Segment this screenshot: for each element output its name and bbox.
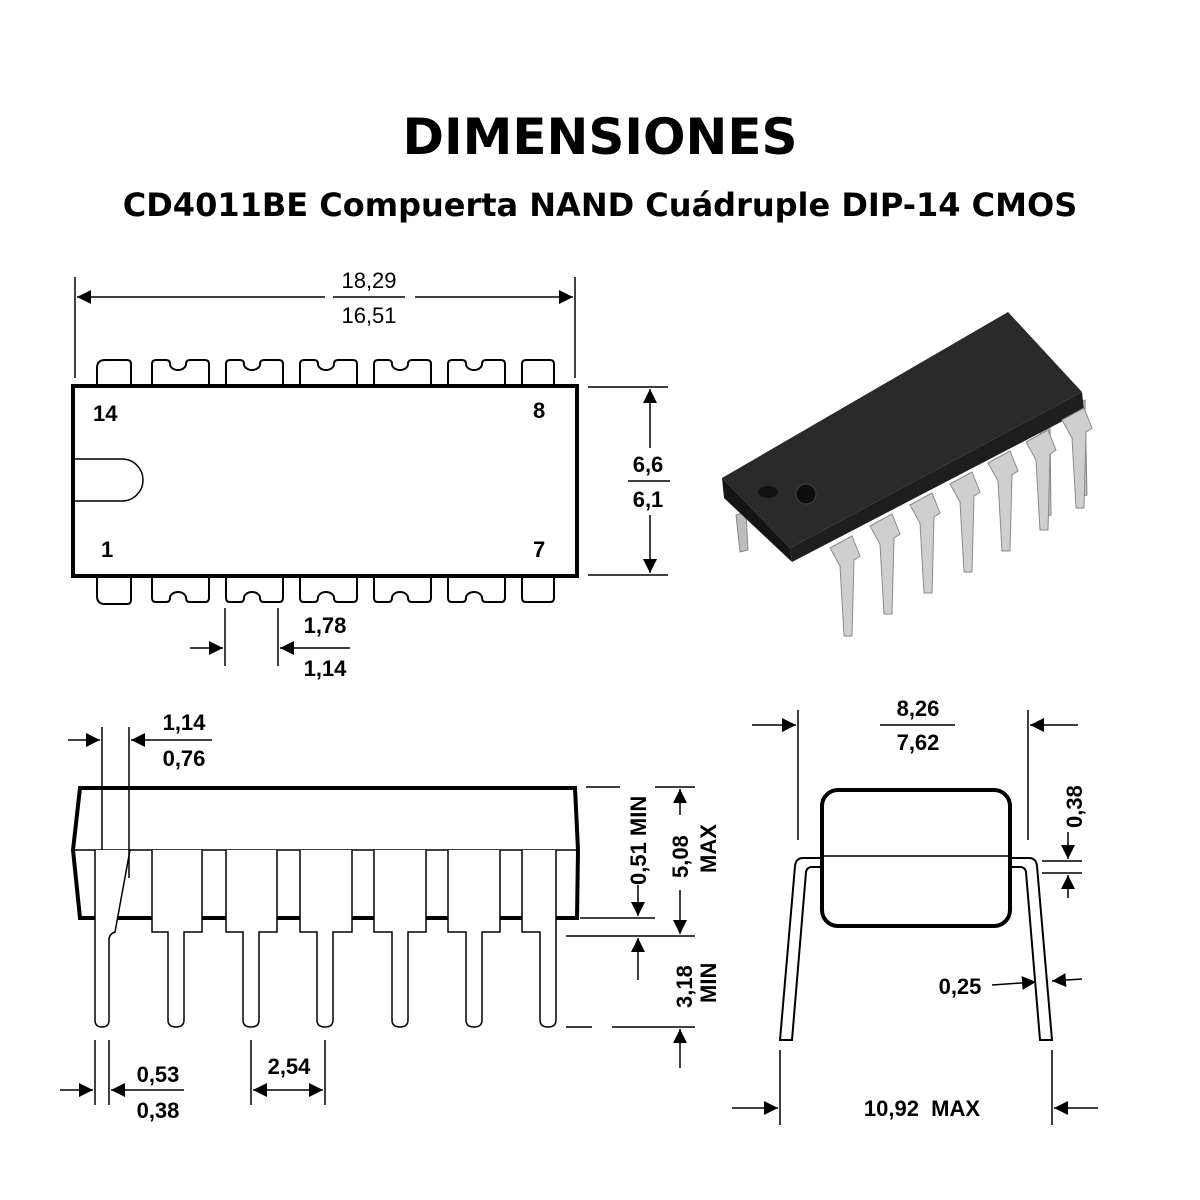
row-spacing-max: 8,26 xyxy=(897,696,940,721)
pin-label-7: 7 xyxy=(533,537,545,562)
top-pins xyxy=(96,359,555,605)
pin-label-1: 1 xyxy=(101,537,113,562)
top-view: 14 8 1 7 18,29 16,51 6,6 6,1 1,78 xyxy=(71,268,670,681)
height-value: 5,08 xyxy=(668,835,693,878)
lead-thickness-label: 0,25 xyxy=(939,974,982,999)
overall-width-label: 10,92 MAX xyxy=(864,1096,980,1121)
lead-width-min: 0,38 xyxy=(137,1098,180,1123)
side-view: 1,14 0,76 0,51 MIN 5,08 MAX 3,18 MIN xyxy=(60,710,721,1123)
chip-body-outline xyxy=(71,384,579,578)
row-spacing-dimension: 8,26 7,62 xyxy=(752,696,1078,840)
width-dimension: 6,6 6,1 xyxy=(588,386,670,576)
lead-shoulder-dimension: 1,14 0,76 xyxy=(68,710,212,878)
lead-shoulder-max: 1,14 xyxy=(163,710,207,735)
lead-width-max: 0,53 xyxy=(137,1062,180,1087)
lead-shoulder-min: 0,76 xyxy=(163,746,206,771)
lead-offset-label: 0,38 xyxy=(1062,785,1087,828)
length-min: 16,51 xyxy=(341,303,396,328)
row-spacing-min: 7,62 xyxy=(897,730,940,755)
side-leads xyxy=(94,849,557,1028)
lead-length-value: 3,18 xyxy=(672,965,697,1008)
page-title: DIMENSIONES xyxy=(402,108,798,166)
height-note: MAX xyxy=(696,824,721,873)
pitch-label: 2,54 xyxy=(268,1054,312,1079)
chip-photo xyxy=(722,312,1093,637)
length-max: 18,29 xyxy=(341,268,396,293)
lead-thickness-dimension: 0,25 xyxy=(939,973,1083,999)
overall-width-dimension: 10,92 MAX xyxy=(732,1050,1098,1125)
page-subtitle: CD4011BE Compuerta NAND Cuádruple DIP-14… xyxy=(122,186,1078,224)
lead-offset-dimension: 0,38 xyxy=(1042,785,1087,898)
end-leads xyxy=(778,857,1054,1041)
pin-width-min: 1,14 xyxy=(304,656,348,681)
chip-side-face xyxy=(722,478,792,562)
pin-width-max: 1,78 xyxy=(304,613,347,638)
pitch-dimension: 2,54 xyxy=(250,1040,326,1105)
pin-label-8: 8 xyxy=(533,398,545,423)
height-dimensions: 0,51 MIN 5,08 MAX 3,18 MIN xyxy=(566,786,721,1068)
lead-length-note: MIN xyxy=(696,963,721,1003)
lead-width-dimension: 0,53 0,38 xyxy=(60,1040,184,1123)
pin-width-dimension: 1,78 1,14 xyxy=(190,608,350,681)
width-min: 6,1 xyxy=(633,487,664,512)
length-dimension: 18,29 16,51 xyxy=(74,268,576,378)
width-max: 6,6 xyxy=(633,452,664,477)
front-pins xyxy=(829,407,1093,637)
end-view: 8,26 7,62 0,38 0,25 10,92 MAX xyxy=(732,696,1098,1125)
notch xyxy=(73,458,144,502)
end-body xyxy=(820,788,1012,928)
pin-label-14: 14 xyxy=(93,401,118,426)
standoff-label: 0,51 MIN xyxy=(626,796,651,885)
